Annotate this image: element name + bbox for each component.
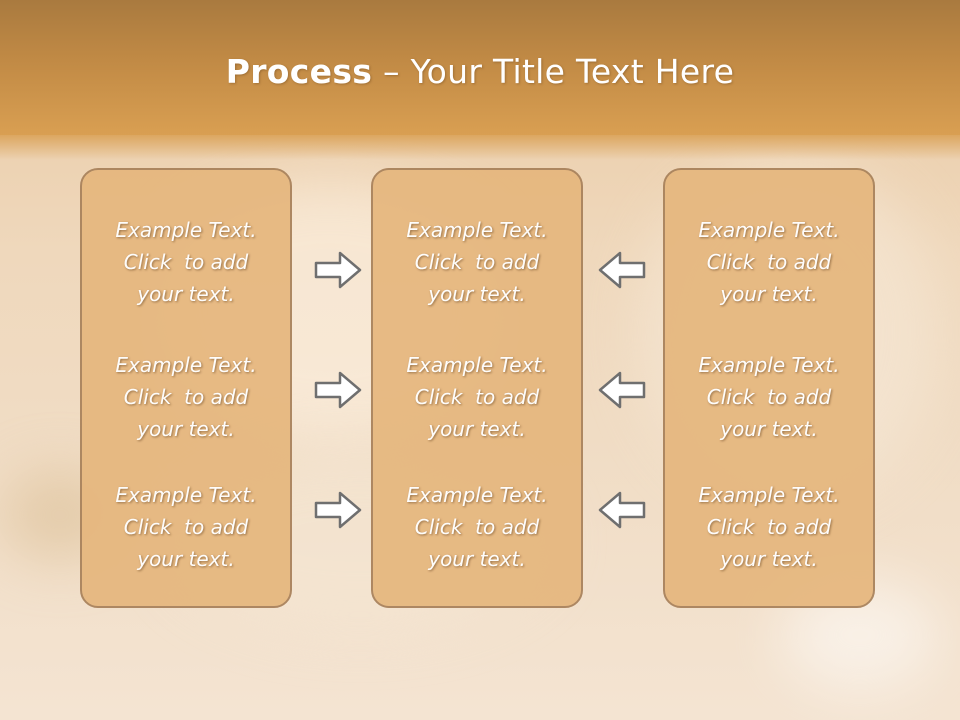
arrow-left-icon[interactable]: [598, 250, 646, 290]
text-line: Click to add: [414, 385, 540, 409]
text-line: Example Text.: [406, 218, 548, 242]
text-line: Click to add: [123, 515, 249, 539]
text-line: your text.: [428, 417, 526, 441]
text-line: Click to add: [706, 250, 832, 274]
text-placeholder[interactable]: Example Text. Click to add your text.: [82, 349, 290, 445]
arrow-left-icon[interactable]: [598, 370, 646, 410]
text-placeholder[interactable]: Example Text. Click to add your text.: [82, 479, 290, 575]
text-line: Example Text.: [698, 353, 840, 377]
text-line: Click to add: [123, 250, 249, 274]
text-line: your text.: [720, 282, 818, 306]
text-placeholder[interactable]: Example Text. Click to add your text.: [373, 214, 581, 310]
text-line: your text.: [428, 547, 526, 571]
title-rest: – Your Title Text Here: [372, 52, 735, 91]
text-line: your text.: [428, 282, 526, 306]
text-line: Click to add: [706, 385, 832, 409]
arrow-right-icon[interactable]: [314, 250, 362, 290]
text-line: your text.: [137, 417, 235, 441]
process-box-left[interactable]: Example Text. Click to add your text. Ex…: [80, 168, 292, 608]
text-line: Example Text.: [698, 483, 840, 507]
arrow-right-icon[interactable]: [314, 370, 362, 410]
text-line: Click to add: [414, 515, 540, 539]
text-line: your text.: [720, 547, 818, 571]
text-line: Click to add: [414, 250, 540, 274]
text-placeholder[interactable]: Example Text. Click to add your text.: [665, 214, 873, 310]
text-line: Example Text.: [406, 483, 548, 507]
text-line: your text.: [137, 282, 235, 306]
arrow-left-icon[interactable]: [598, 490, 646, 530]
text-line: your text.: [137, 547, 235, 571]
text-line: Example Text.: [115, 483, 257, 507]
text-placeholder[interactable]: Example Text. Click to add your text.: [82, 214, 290, 310]
text-line: Example Text.: [406, 353, 548, 377]
arrow-right-icon[interactable]: [314, 490, 362, 530]
process-box-right[interactable]: Example Text. Click to add your text. Ex…: [663, 168, 875, 608]
text-placeholder[interactable]: Example Text. Click to add your text.: [373, 349, 581, 445]
title-bold: Process: [225, 52, 373, 91]
text-placeholder[interactable]: Example Text. Click to add your text.: [665, 349, 873, 445]
text-placeholder[interactable]: Example Text. Click to add your text.: [665, 479, 873, 575]
text-line: your text.: [720, 417, 818, 441]
slide-title[interactable]: Process – Your Title Text Here: [0, 52, 960, 91]
text-line: Click to add: [123, 385, 249, 409]
title-bar: [0, 0, 960, 160]
text-line: Example Text.: [698, 218, 840, 242]
text-line: Click to add: [706, 515, 832, 539]
text-line: Example Text.: [115, 218, 257, 242]
process-box-center[interactable]: Example Text. Click to add your text. Ex…: [371, 168, 583, 608]
text-line: Example Text.: [115, 353, 257, 377]
text-placeholder[interactable]: Example Text. Click to add your text.: [373, 479, 581, 575]
